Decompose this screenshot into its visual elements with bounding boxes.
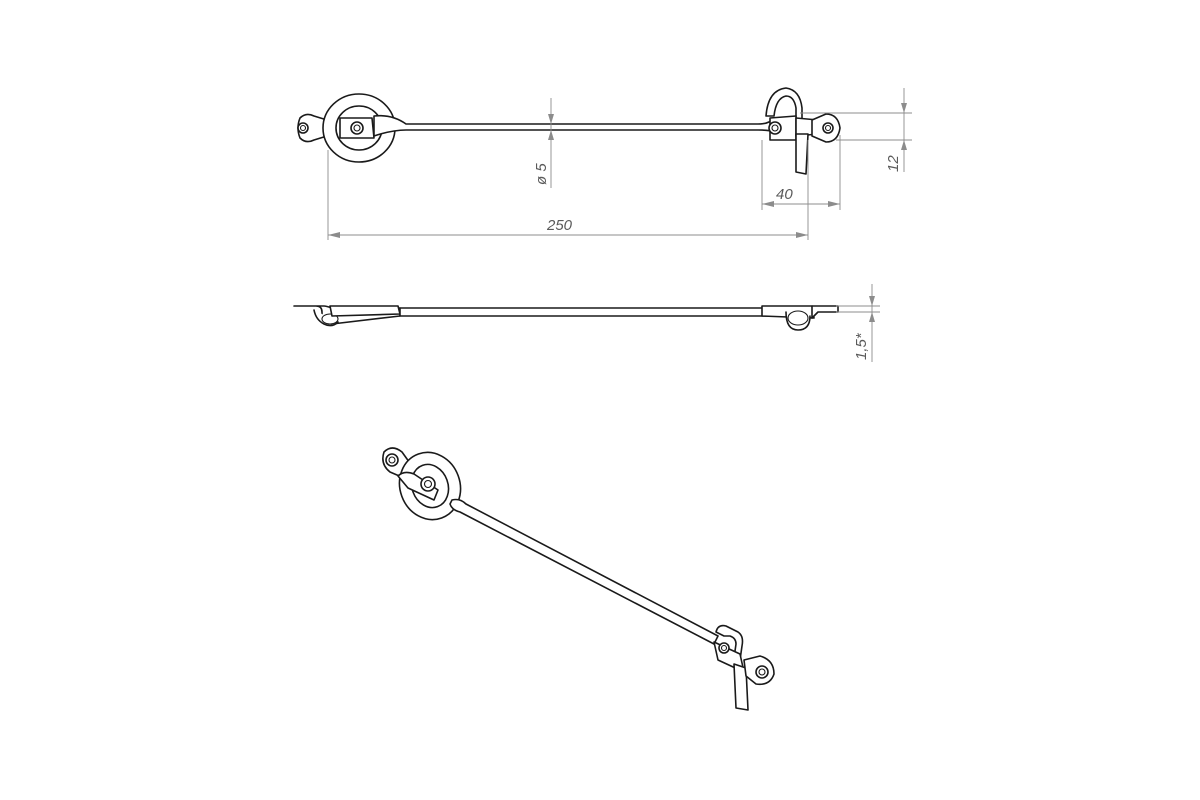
rod-diameter-label: ø 5 xyxy=(533,163,550,185)
ring-eye xyxy=(322,93,396,163)
sheet-thickness-label: 1,5* xyxy=(853,332,870,360)
side-rod xyxy=(399,307,769,317)
dimension-total-length: 250 xyxy=(327,140,809,240)
hook-offset-label: 40 xyxy=(776,186,793,203)
dimension-sheet-thickness: 1,5* xyxy=(836,284,880,362)
total-length-label: 250 xyxy=(546,217,573,234)
dimension-hook-offset: 40 xyxy=(761,135,841,210)
hook-end xyxy=(765,87,819,175)
dimension-eye-height: 12 xyxy=(800,88,912,172)
dimension-rod-diameter: ø 5 xyxy=(533,98,554,188)
hook-rod xyxy=(373,114,775,137)
iso-right-plate xyxy=(743,655,775,686)
iso-hook-end xyxy=(713,624,749,711)
side-view: 1,5* xyxy=(293,284,880,362)
iso-rod xyxy=(449,498,719,645)
eye-height-label: 12 xyxy=(885,155,902,172)
isometric-view xyxy=(382,447,775,711)
top-view: ø 5 250 40 12 xyxy=(297,87,912,240)
iso-ring-eye xyxy=(397,451,462,521)
right-eye-plate xyxy=(811,113,841,143)
